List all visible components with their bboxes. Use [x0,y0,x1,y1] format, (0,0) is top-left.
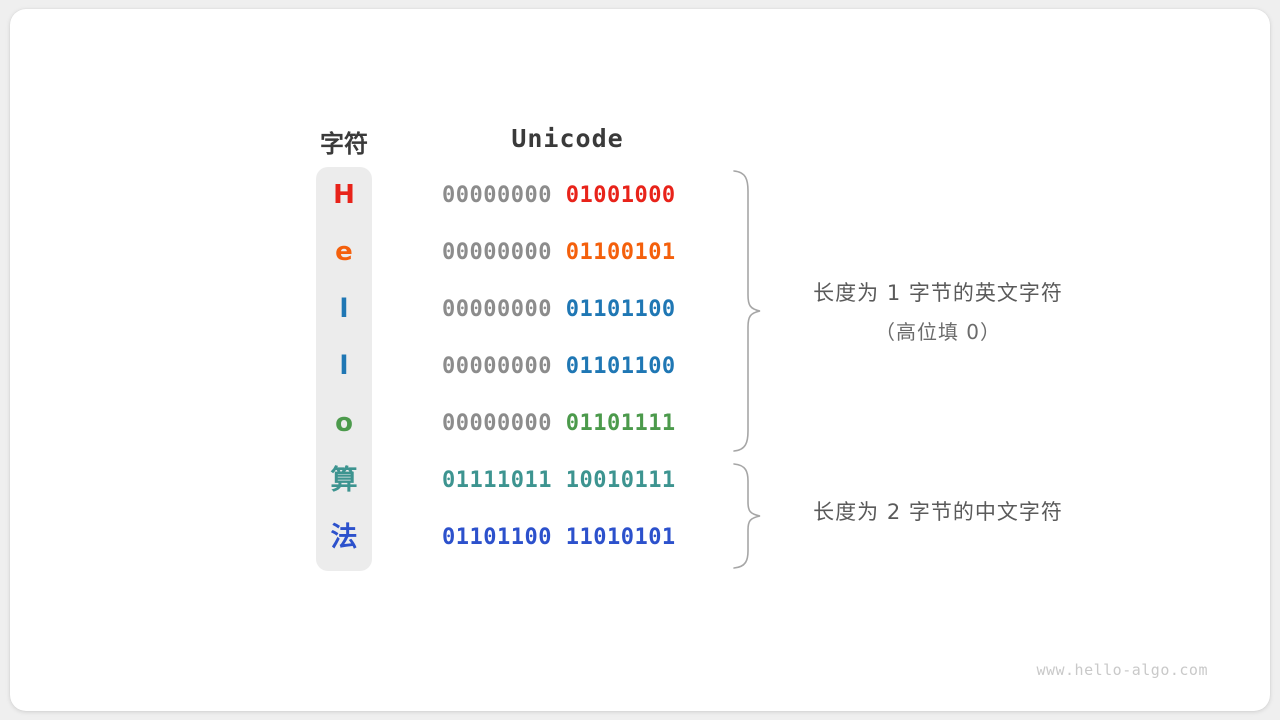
character-cell: l [339,294,349,324]
annotation-1-line-2: （高位填 0） [874,320,1002,344]
unicode-low-byte: 01101100 [565,354,676,379]
character-cell: 法 [330,522,358,553]
byte-separator [552,354,566,379]
unicode-low-byte: 01101111 [565,411,676,436]
byte-separator [552,297,566,322]
column-header-character: 字符 [320,131,368,158]
unicode-bits-cell: 01101100 11010101 [442,509,693,566]
unicode-low-byte: 11010101 [565,525,676,550]
unicode-low-byte: 01101100 [565,297,676,322]
unicode-high-byte: 01101100 [442,525,552,550]
byte-separator [552,240,566,265]
byte-separator [552,183,566,208]
byte-separator [552,468,566,493]
unicode-high-byte: 00000000 [442,354,552,379]
character-column-background [316,167,372,571]
unicode-high-byte: 00000000 [442,297,552,322]
unicode-bits-cell: 00000000 01100101 [442,224,693,281]
table-row: H 00000000 01001000 [10,167,1270,224]
diagram-card: 字符 Unicode H 00000000 01001000 e 00000000 0… [10,9,1270,711]
unicode-bits-cell: 00000000 01001000 [442,167,693,224]
unicode-high-byte: 00000000 [442,411,552,436]
annotation-2-line-1: 长度为 2 字节的中文字符 [813,500,1063,524]
annotation-single-byte: 长度为 1 字节的英文字符 （高位填 0） [788,277,1088,345]
unicode-high-byte: 01111011 [442,468,552,493]
table-row: e 00000000 01100101 [10,224,1270,281]
table-row: l 00000000 01101100 [10,338,1270,395]
unicode-bits-cell: 01111011 10010111 [442,452,693,509]
table-row: 法 01101100 11010101 [10,509,1270,566]
character-cell: o [335,408,353,438]
unicode-high-byte: 00000000 [442,240,552,265]
character-cell: l [339,351,349,381]
table-row: l 00000000 01101100 [10,281,1270,338]
unicode-bits-cell: 00000000 01101100 [442,281,693,338]
annotation-double-byte: 长度为 2 字节的中文字符 [788,496,1088,526]
unicode-low-byte: 10010111 [565,468,676,493]
column-header-unicode: Unicode [511,124,624,153]
character-cell: e [335,237,353,267]
watermark: www.hello-algo.com [1036,661,1208,679]
byte-separator [552,411,566,436]
unicode-bits-cell: 00000000 01101100 [442,338,693,395]
table-row: o 00000000 01101111 [10,395,1270,452]
character-cell: H [333,180,355,210]
unicode-low-byte: 01100101 [565,240,676,265]
unicode-bits-cell: 00000000 01101111 [442,395,693,452]
annotation-1-line-1: 长度为 1 字节的英文字符 [813,281,1063,305]
unicode-low-byte: 01001000 [565,183,676,208]
byte-separator [552,525,566,550]
unicode-high-byte: 00000000 [442,183,552,208]
character-cell: 算 [330,465,358,496]
table-row: 算 01111011 10010111 [10,452,1270,509]
